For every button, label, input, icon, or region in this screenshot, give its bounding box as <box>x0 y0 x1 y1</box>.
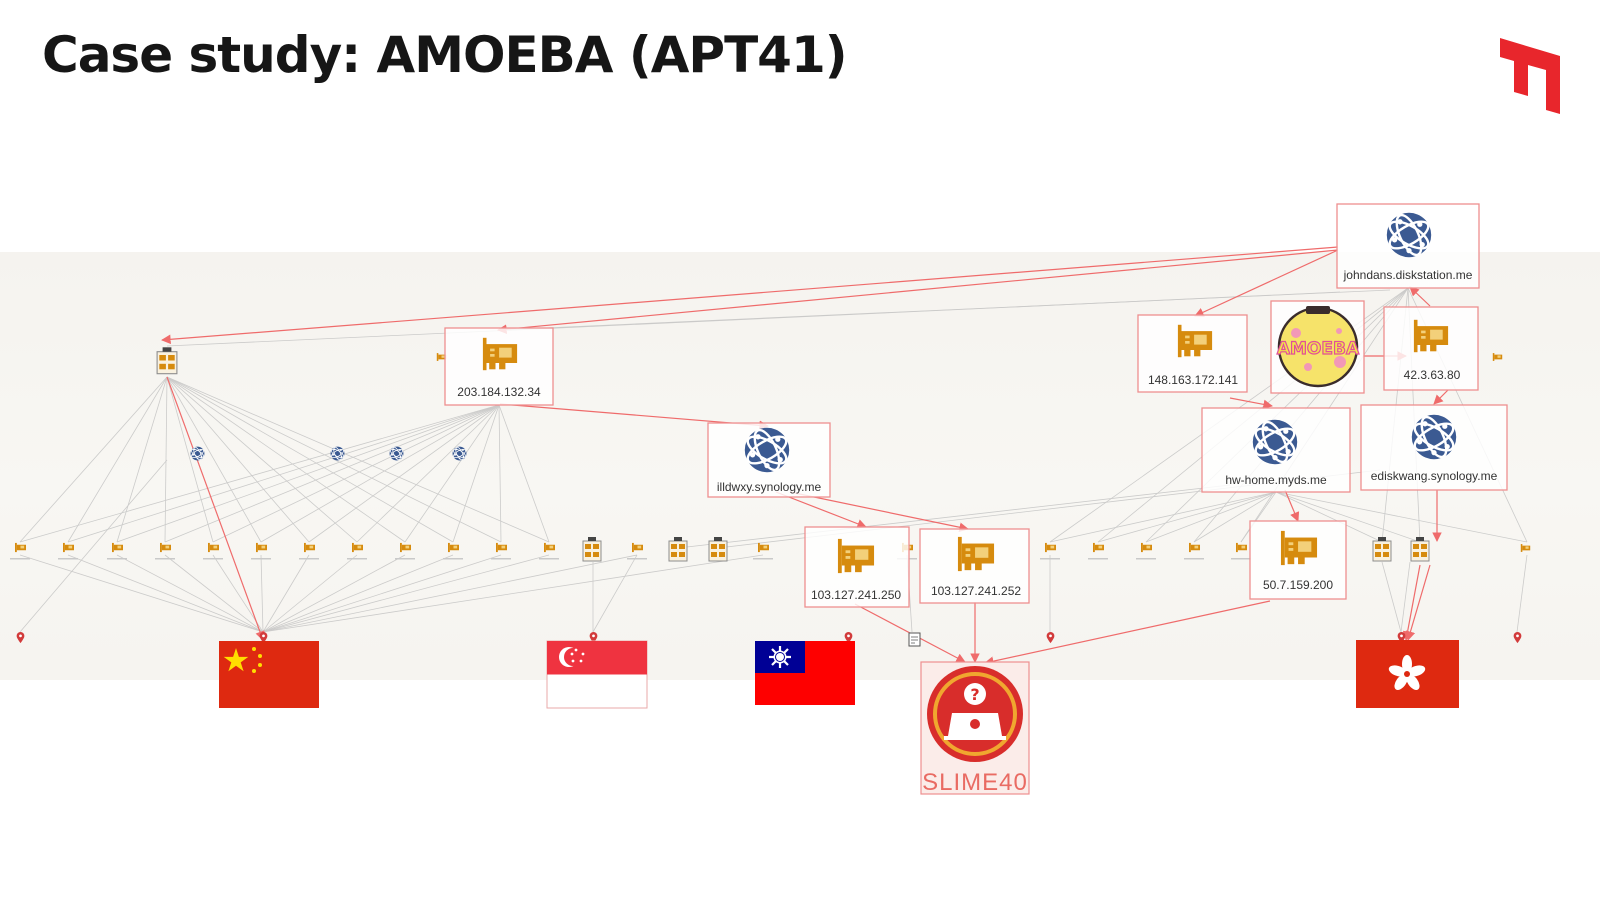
network-card-icon[interactable] <box>1236 542 1247 553</box>
network-card-icon[interactable] <box>63 542 74 553</box>
card-cluster-icon[interactable] <box>156 346 178 375</box>
node-caption-placeholder <box>753 558 773 560</box>
red-t-logo-icon <box>1500 38 1560 114</box>
amoeba-logo-icon: AMOEBA <box>1276 306 1361 388</box>
network-card-icon[interactable] <box>112 542 123 553</box>
node-caption-placeholder <box>347 558 367 560</box>
actor-label: SLIME40 <box>922 769 1028 796</box>
ip-node-103-127-241-252[interactable]: 103.127.241.252 <box>919 528 1030 604</box>
map-pin-icon[interactable] <box>1513 632 1522 644</box>
actor-node-slime40[interactable]: ? SLIME40 <box>920 661 1030 796</box>
network-card-icon[interactable] <box>544 542 555 553</box>
node-caption-placeholder <box>203 558 223 560</box>
domain-label: ediskwang.synology.me <box>1371 469 1498 483</box>
flag-taiwan[interactable] <box>755 641 855 705</box>
node-caption-placeholder <box>107 558 127 560</box>
node-caption-placeholder <box>58 558 78 560</box>
node-caption-placeholder <box>627 558 647 560</box>
network-card-icon[interactable] <box>400 542 411 553</box>
minor-domain-cluster <box>190 353 1531 647</box>
map-pin-icon[interactable] <box>1046 632 1055 644</box>
network-card-icon[interactable] <box>758 542 769 553</box>
network-card-icon[interactable] <box>256 542 267 553</box>
network-card-icon[interactable] <box>304 542 315 553</box>
map-pin-icon[interactable] <box>16 632 25 644</box>
domain-label: johndans.diskstation.me <box>1343 268 1473 282</box>
network-card-icon[interactable] <box>496 542 507 553</box>
node-caption-placeholder <box>1040 558 1060 560</box>
ip-label: 50.7.159.200 <box>1263 578 1333 592</box>
domain-node-illdwxy[interactable]: illdwxy.synology.me <box>707 422 831 498</box>
svg-text:?: ? <box>970 685 979 704</box>
amoeba-logo-text: AMOEBA <box>1277 339 1360 359</box>
flag-hong-kong[interactable] <box>1356 640 1459 708</box>
node-caption-placeholder <box>443 558 463 560</box>
network-card-icon[interactable] <box>15 542 26 553</box>
node-caption-placeholder <box>491 558 511 560</box>
card-cluster-icon[interactable] <box>582 536 602 562</box>
flag-china[interactable] <box>219 641 319 708</box>
network-card-icon[interactable] <box>1093 542 1104 553</box>
ip-node-42-3-63-80[interactable]: 42.3.63.80 <box>1383 306 1479 391</box>
node-caption-placeholder <box>1184 558 1204 560</box>
network-card-icon[interactable] <box>160 542 171 553</box>
node-caption-placeholder <box>299 558 319 560</box>
card-cluster-icon[interactable] <box>668 536 688 562</box>
ip-node-103-127-241-250[interactable]: 103.127.241.250 <box>804 526 910 608</box>
report-icon[interactable] <box>908 632 921 647</box>
node-caption-placeholder <box>1088 558 1108 560</box>
hacker-alert-icon: ? <box>927 666 1023 762</box>
page-title: Case study: AMOEBA (APT41) <box>42 26 848 84</box>
domain-label: hw-home.myds.me <box>1225 473 1327 487</box>
domain-node-hw-home[interactable]: hw-home.myds.me <box>1201 407 1351 493</box>
ip-label: 42.3.63.80 <box>1404 368 1461 382</box>
ip-label: 103.127.241.252 <box>931 584 1021 598</box>
ip-node-148-163-172-141[interactable]: 148.163.172.141 <box>1137 314 1248 393</box>
domain-node-ediskwang[interactable]: ediskwang.synology.me <box>1360 404 1508 491</box>
ip-label: 203.184.132.34 <box>457 385 541 399</box>
node-caption-placeholder <box>1136 558 1156 560</box>
domain-node-johndans[interactable]: johndans.diskstation.me <box>1336 203 1480 289</box>
network-card-icon[interactable] <box>352 542 363 553</box>
ip-node-203-184-132-34[interactable]: 203.184.132.34 <box>444 327 554 406</box>
node-caption-placeholder <box>251 558 271 560</box>
ip-label: 148.163.172.141 <box>1148 373 1238 387</box>
network-card-icon[interactable] <box>632 542 643 553</box>
network-card-icon[interactable] <box>1189 542 1200 553</box>
node-caption-placeholder <box>539 558 559 560</box>
domain-label: illdwxy.synology.me <box>717 480 822 494</box>
node-caption-placeholder <box>155 558 175 560</box>
network-card-icon[interactable] <box>1520 544 1531 552</box>
node-caption-placeholder <box>395 558 415 560</box>
actor-node-amoeba[interactable]: AMOEBA <box>1270 300 1365 394</box>
ip-label: 103.127.241.250 <box>811 588 901 602</box>
node-caption-placeholder <box>10 558 30 560</box>
small-ip-row <box>10 542 1251 560</box>
network-card-icon[interactable] <box>1141 542 1152 553</box>
network-card-icon[interactable] <box>208 542 219 553</box>
node-caption-placeholder <box>1231 558 1251 560</box>
card-cluster-icon[interactable] <box>1410 536 1430 562</box>
globe-icon[interactable] <box>389 446 404 461</box>
network-card-icon[interactable] <box>1045 542 1056 553</box>
ip-node-50-7-159-200[interactable]: 50.7.159.200 <box>1249 520 1347 600</box>
network-card-icon[interactable] <box>1492 353 1503 361</box>
card-cluster-icon[interactable] <box>708 536 728 562</box>
card-cluster-icon[interactable] <box>1372 536 1392 562</box>
flag-singapore[interactable] <box>546 640 648 709</box>
network-card-icon[interactable] <box>448 542 459 553</box>
